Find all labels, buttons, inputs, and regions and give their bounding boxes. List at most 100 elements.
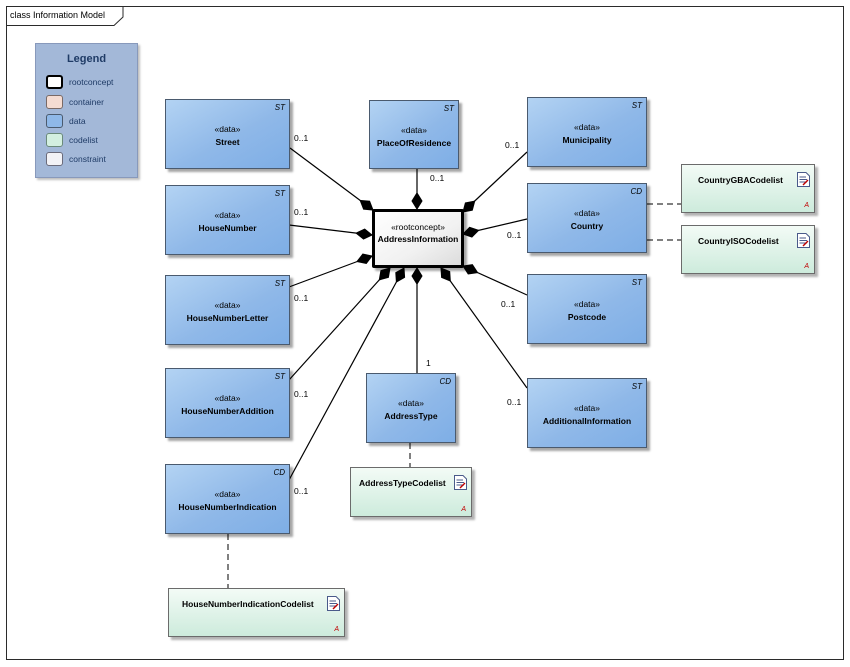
class-street-stereotype: «data» bbox=[214, 124, 241, 134]
class-place-of-residence[interactable]: ST «data» PlaceOfResidence bbox=[369, 100, 459, 169]
class-addition-name: HouseNumberAddition bbox=[181, 406, 274, 416]
assoc-additional bbox=[440, 267, 528, 389]
class-housenumber-tag: ST bbox=[274, 189, 285, 198]
legend-label-codelist: codelist bbox=[69, 135, 98, 145]
codelist-addresstype-name: AddressTypeCodelist bbox=[359, 478, 446, 488]
codelist-gba-name: CountryGBACodelist bbox=[698, 175, 783, 185]
legend-swatch-data bbox=[46, 114, 63, 128]
class-street[interactable]: ST «data» Street bbox=[165, 99, 290, 169]
composition-diamond-addition bbox=[378, 267, 391, 281]
class-indication-tag: CD bbox=[273, 468, 285, 477]
legend-title: Legend bbox=[66, 53, 107, 65]
codelist-address-type[interactable]: AddressTypeCodelist A bbox=[350, 467, 472, 517]
codelist-house-number-indication[interactable]: HouseNumberIndicationCodelist A bbox=[168, 588, 345, 637]
legend-swatch-constraint bbox=[46, 152, 63, 166]
class-letter-name: HouseNumberLetter bbox=[186, 313, 269, 323]
class-municipality-stereotype: «data» bbox=[574, 122, 600, 132]
codelist-country-gba[interactable]: CountryGBACodelist A bbox=[681, 164, 815, 213]
codelist-addresstype-marker: A bbox=[461, 506, 466, 513]
class-postcode-stereotype: «data» bbox=[574, 299, 600, 309]
class-additional-information[interactable]: ST «data» AdditionalInformation bbox=[527, 378, 647, 448]
class-house-number-addition[interactable]: ST «data» HouseNumberAddition bbox=[165, 368, 290, 438]
class-place-name: PlaceOfResidence bbox=[376, 138, 452, 148]
assoc-indication bbox=[288, 267, 405, 481]
class-country-tag: CD bbox=[630, 187, 642, 196]
class-country-name: Country bbox=[570, 221, 604, 231]
class-house-number-indication[interactable]: CD «data» HouseNumberIndication bbox=[165, 464, 290, 534]
mult-addition: 0..1 bbox=[294, 389, 309, 399]
class-addresstype-stereotype: «data» bbox=[398, 398, 424, 408]
mult-country: 0..1 bbox=[507, 230, 522, 240]
class-additional-stereotype: «data» bbox=[574, 403, 600, 413]
frame-title-tab bbox=[6, 6, 124, 26]
mult-housenumber: 0..1 bbox=[294, 207, 309, 217]
class-postcode[interactable]: ST «data» Postcode bbox=[527, 274, 647, 344]
mult-street: 0..1 bbox=[294, 133, 309, 143]
legend-label-rootconcept: rootconcept bbox=[69, 77, 114, 87]
composition-diamond-street bbox=[359, 199, 374, 211]
mult-municipality: 0..1 bbox=[505, 140, 520, 150]
composition-diamond-country bbox=[462, 226, 480, 238]
class-street-name: Street bbox=[215, 137, 240, 147]
codelist-iso-marker: A bbox=[804, 263, 809, 270]
class-address-type[interactable]: CD «data» AddressType bbox=[366, 373, 456, 443]
legend-label-container: container bbox=[69, 97, 104, 107]
class-house-number[interactable]: ST «data» HouseNumber bbox=[165, 185, 290, 255]
class-municipality-tag: ST bbox=[631, 101, 642, 110]
root-name: AddressInformation bbox=[377, 234, 459, 244]
composition-diamond-indication bbox=[395, 267, 406, 283]
class-addition-stereotype: «data» bbox=[214, 393, 241, 403]
class-country[interactable]: CD «data» Country bbox=[527, 183, 647, 253]
class-addresstype-name: AddressType bbox=[384, 411, 438, 421]
assoc-addition bbox=[288, 267, 391, 381]
class-house-number-letter[interactable]: ST «data» HouseNumberLetter bbox=[165, 275, 290, 345]
composition-diamond-additional bbox=[440, 267, 451, 282]
class-additional-tag: ST bbox=[631, 382, 642, 391]
composition-diamond-addresstype bbox=[411, 267, 423, 285]
composition-diamond-municipality bbox=[462, 200, 476, 213]
codelist-iso-name: CountryISOCodelist bbox=[698, 236, 779, 246]
composition-diamond-letter bbox=[356, 253, 373, 265]
class-country-stereotype: «data» bbox=[574, 208, 600, 218]
class-street-tag: ST bbox=[274, 103, 285, 112]
class-municipality-name: Municipality bbox=[562, 135, 612, 145]
mult-postcode: 0..1 bbox=[501, 299, 516, 309]
legend-swatch-rootconcept bbox=[46, 75, 63, 89]
class-postcode-name: Postcode bbox=[567, 312, 607, 322]
mult-indication: 0..1 bbox=[294, 486, 309, 496]
class-addresstype-tag: CD bbox=[439, 377, 451, 386]
mult-additional: 0..1 bbox=[507, 397, 522, 407]
document-icon bbox=[454, 475, 467, 490]
class-municipality[interactable]: ST «data» Municipality bbox=[527, 97, 647, 167]
address-information-root[interactable]: «rootconcept» AddressInformation bbox=[372, 209, 464, 268]
codelist-indication-marker: A bbox=[334, 626, 339, 633]
legend-label-constraint: constraint bbox=[69, 154, 106, 164]
codelist-country-iso[interactable]: CountryISOCodelist A bbox=[681, 225, 815, 274]
composition-diamond-place bbox=[411, 192, 423, 210]
class-housenumber-stereotype: «data» bbox=[214, 210, 241, 220]
class-additional-name: AdditionalInformation bbox=[542, 416, 632, 426]
class-indication-name: HouseNumberIndication bbox=[178, 502, 277, 512]
class-housenumber-name: HouseNumber bbox=[198, 223, 257, 233]
legend: Legend rootconcept container data codeli… bbox=[35, 43, 138, 178]
document-icon bbox=[327, 596, 340, 611]
frame-title: class Information Model bbox=[10, 10, 106, 20]
mult-addresstype: 1 bbox=[426, 358, 431, 368]
composition-diamond-postcode bbox=[462, 264, 479, 275]
class-letter-stereotype: «data» bbox=[214, 300, 241, 310]
mult-letter: 0..1 bbox=[294, 293, 309, 303]
class-postcode-tag: ST bbox=[631, 278, 642, 287]
mult-place: 0..1 bbox=[430, 173, 445, 183]
class-addition-tag: ST bbox=[274, 372, 285, 381]
codelist-gba-marker: A bbox=[804, 202, 809, 209]
class-place-tag: ST bbox=[443, 104, 454, 113]
class-indication-stereotype: «data» bbox=[214, 489, 241, 499]
class-letter-tag: ST bbox=[274, 279, 285, 288]
document-icon bbox=[797, 172, 810, 187]
assoc-street bbox=[289, 147, 374, 211]
class-place-stereotype: «data» bbox=[401, 125, 427, 135]
legend-swatch-container bbox=[46, 95, 63, 109]
composition-diamond-housenumber bbox=[355, 228, 373, 240]
root-stereotype: «rootconcept» bbox=[391, 222, 445, 232]
